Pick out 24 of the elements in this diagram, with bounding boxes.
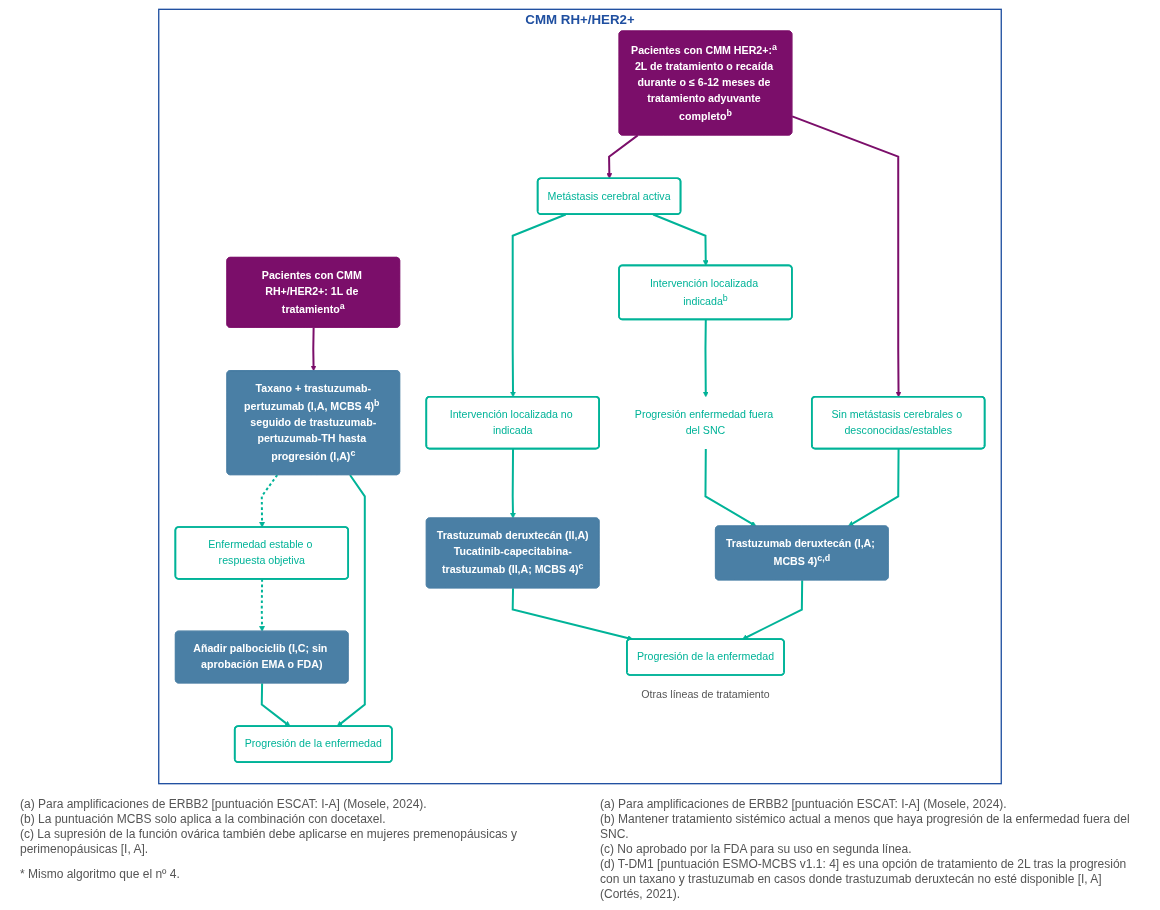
- arrow: [652, 213, 709, 266]
- footnote-text: (a) Para amplificaciones de ERBB2 [puntuación ESCAT: I-A] (Mosele, 2024).: [20, 797, 428, 812]
- arrow: [847, 447, 900, 527]
- arrow: [260, 682, 291, 727]
- arrow: [259, 474, 279, 528]
- footnote-text: (c) La supresión de la función ovárica también debe aplicarse en mujeres premenopáusicas y perimenopáusicas [I, A].: [20, 827, 518, 857]
- arrow: [336, 474, 366, 727]
- arrow: [510, 447, 516, 519]
- footnote-text: * Mismo algoritmo que el nº 4.: [20, 867, 181, 882]
- arrow: [606, 134, 639, 179]
- node-label: Otras líneas de tratamiento: [641, 688, 770, 700]
- arrow: [704, 447, 757, 527]
- node-text: Progresión enfermedad fuera del SNC: [634, 408, 774, 436]
- footnote-text: (d) T-DM1 [puntuación ESMO-MCBS v1.1: 4] es una opción de tratamiento de 2L tras la progresión con un taxano y trastuzumab en casos donde trastuzumab deruxtecán no esté disponible [I, A] (Cortés, 2021).: [600, 857, 1128, 902]
- footnote-text: (b) La puntuación MCBS solo aplica a la combinación con docetaxel.: [20, 812, 387, 827]
- footnote-text: (b) Mantener tratamiento sistémico actual a menos que haya progresión de la enfermedad fuera del SNC.: [600, 812, 1131, 842]
- arrow: [310, 326, 317, 372]
- footnote-text: (a) Para amplificaciones de ERBB2 [puntuación ESCAT: I-A] (Mosele, 2024).: [600, 797, 1008, 812]
- arrow: [510, 213, 567, 398]
- arrow: [741, 579, 804, 640]
- footnote-text: (c) No aprobado por la FDA para su uso en segunda línea.: [600, 842, 913, 857]
- arrow: [259, 578, 265, 632]
- arrow: [791, 115, 902, 398]
- arrow: [702, 318, 709, 398]
